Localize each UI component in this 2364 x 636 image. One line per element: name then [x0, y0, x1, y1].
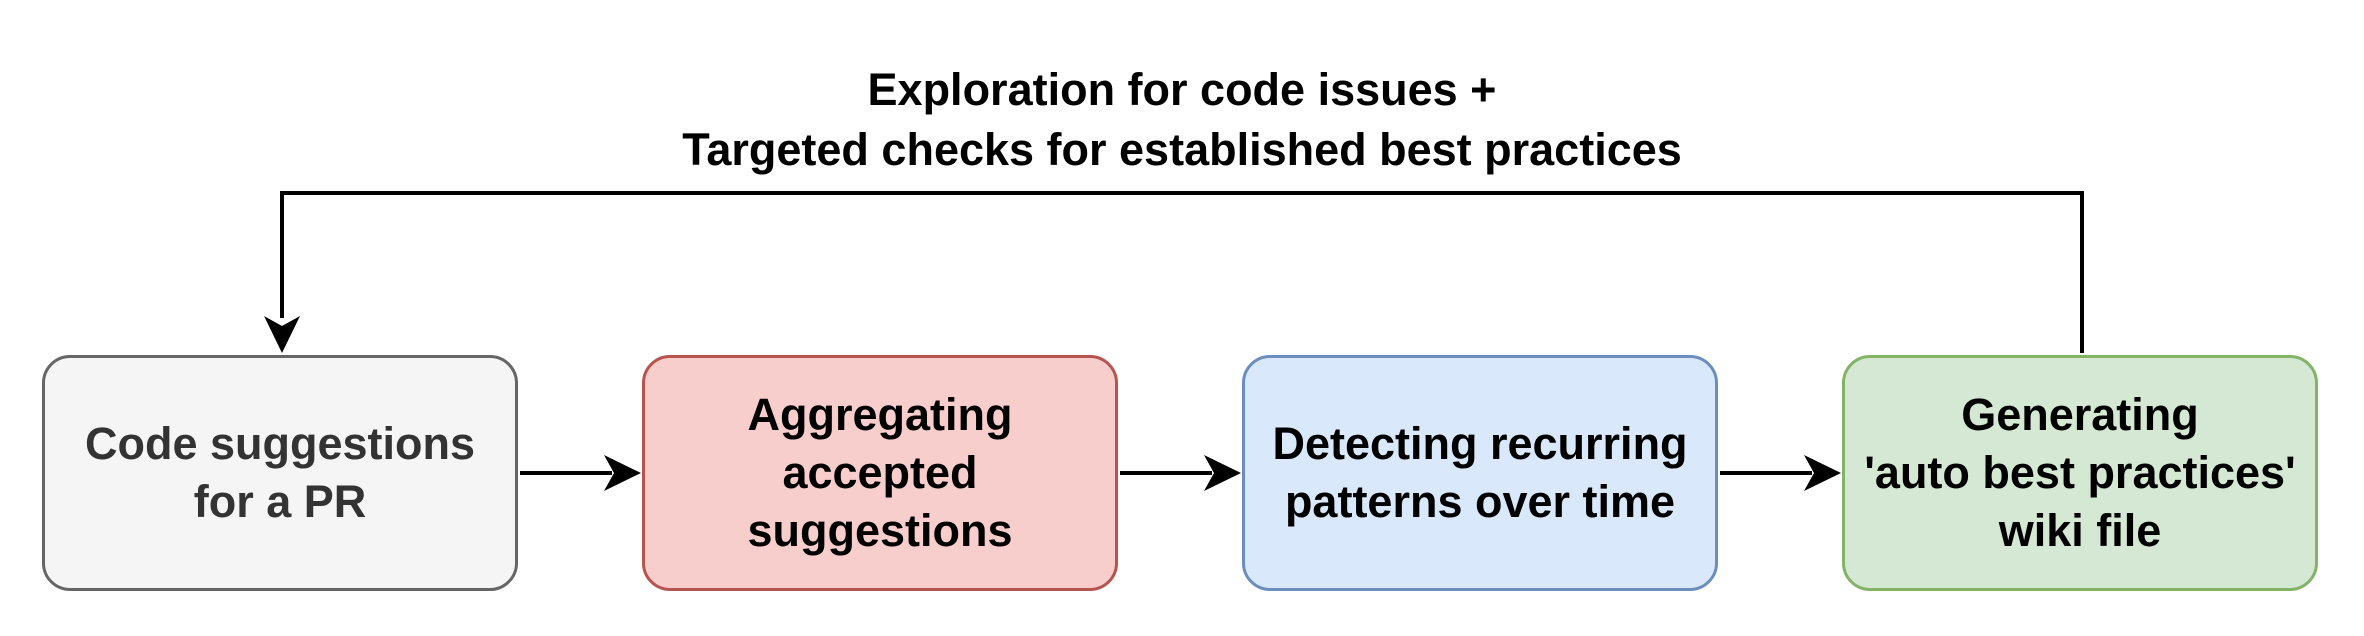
- feedback-label-line1: Exploration for code issues +: [867, 64, 1497, 115]
- box-line: wiki file: [1998, 505, 2162, 556]
- aggregating-label: Aggregating accepted suggestions: [747, 386, 1012, 560]
- feedback-label-line2: Targeted checks for established best pra…: [682, 124, 1682, 175]
- box-line: Code suggestions: [84, 418, 476, 469]
- detecting-box: Detecting recurring patterns over time: [1242, 355, 1718, 591]
- aggregating-box: Aggregating accepted suggestions: [642, 355, 1118, 591]
- detecting-label: Detecting recurring patterns over time: [1272, 415, 1687, 531]
- box-line: 'auto best practices': [1864, 447, 2296, 498]
- box-line: Generating: [1961, 389, 2199, 440]
- generating-box: Generating 'auto best practices' wiki fi…: [1842, 355, 2318, 591]
- arrowhead-aggregate-to-detect: [1204, 455, 1241, 491]
- box-line: Aggregating: [747, 389, 1013, 440]
- feedback-loop-arrowhead: [264, 316, 300, 353]
- box-line: Detecting recurring: [1272, 418, 1688, 469]
- code-suggestions-box: Code suggestions for a PR: [42, 355, 518, 591]
- feedback-loop-arrow: [280, 191, 2084, 353]
- box-line: patterns over time: [1284, 476, 1676, 527]
- arrowhead-detect-to-generate: [1804, 455, 1841, 491]
- box-line: for a PR: [193, 476, 367, 527]
- arrowhead-code-to-aggregate: [604, 455, 641, 491]
- box-line: accepted: [782, 447, 978, 498]
- box-line: suggestions: [747, 505, 1013, 556]
- generating-label: Generating 'auto best practices' wiki fi…: [1864, 386, 2296, 560]
- code-suggestions-label: Code suggestions for a PR: [85, 415, 475, 531]
